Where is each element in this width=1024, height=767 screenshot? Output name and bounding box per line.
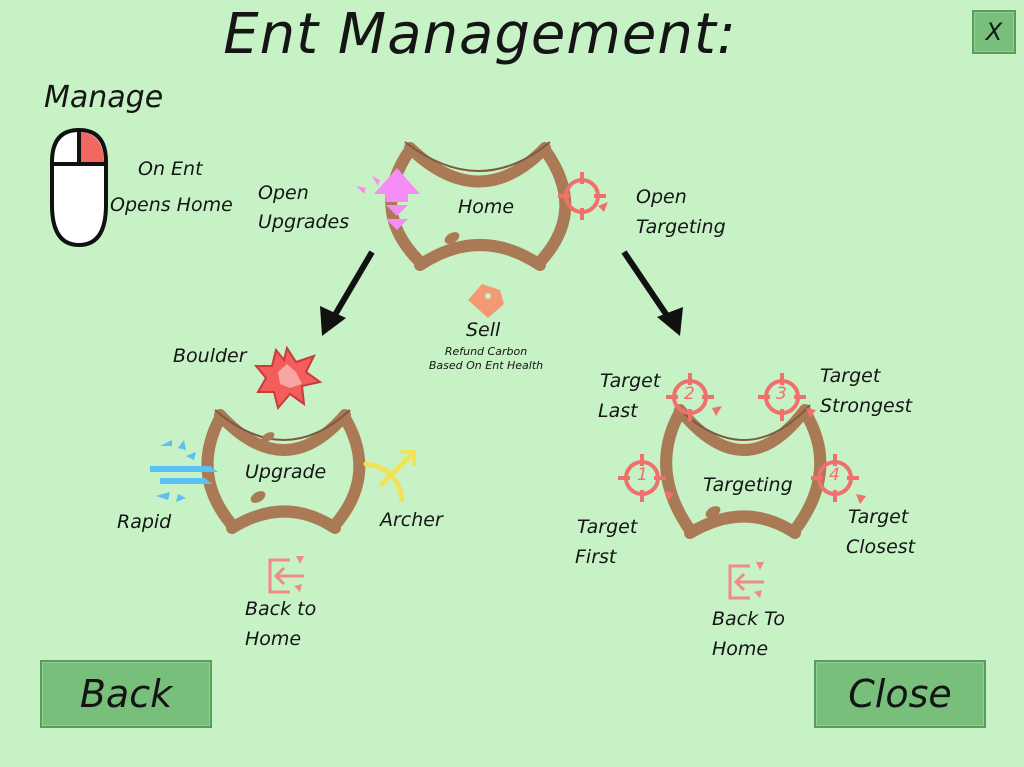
target-first-number: 1	[637, 465, 648, 485]
open-upgrades-line2: Upgrades	[258, 211, 350, 233]
close-button[interactable]: Close	[814, 660, 986, 728]
manage-hint-line2: Opens Home	[110, 194, 233, 216]
upgrade-center-label: Upgrade	[245, 461, 327, 483]
targeting-center-label: Targeting	[703, 474, 793, 496]
back-button[interactable]: Back	[40, 660, 212, 728]
manage-hint-line1: On Ent	[138, 158, 203, 180]
target-first-icon[interactable]	[618, 454, 666, 502]
open-targeting-line1: Open	[636, 186, 687, 208]
close-x-button[interactable]: X	[972, 10, 1016, 54]
target-strongest-line1: Target	[820, 365, 881, 387]
back-home-icon-targeting[interactable]	[728, 562, 764, 600]
upgrades-icon[interactable]	[356, 168, 420, 230]
manage-heading: Manage	[44, 80, 164, 115]
upgrade-back-line1: Back to	[245, 598, 317, 620]
targeting-back-line2: Home	[712, 638, 769, 660]
target-strongest-number: 3	[776, 384, 787, 404]
sell-desc-line1: Refund Carbon	[444, 345, 528, 358]
open-upgrades-line1: Open	[258, 182, 309, 204]
archer-label: Archer	[380, 509, 443, 531]
upgrade-ring	[201, 409, 366, 534]
target-closest-line2: Closest	[846, 536, 916, 558]
boulder-label: Boulder	[173, 345, 247, 367]
target-first-line1: Target	[577, 516, 638, 538]
mouse-icon	[50, 127, 108, 248]
arrow-to-targeting	[621, 250, 683, 336]
targeting-crosshair-icon[interactable]	[558, 172, 606, 220]
rapid-label: Rapid	[117, 511, 172, 533]
target-closest-icon[interactable]	[811, 454, 859, 502]
archer-icon[interactable]	[363, 450, 416, 503]
back-home-icon-upgrade[interactable]	[268, 556, 304, 594]
target-last-line1: Target	[600, 370, 661, 392]
targeting-back-line1: Back To	[712, 608, 786, 630]
target-last-line2: Last	[598, 400, 638, 422]
page-title: Ent Management:	[223, 2, 737, 67]
target-strongest-line2: Strongest	[820, 395, 913, 417]
upgrade-back-line2: Home	[245, 628, 302, 650]
home-center-label: Home	[458, 196, 515, 218]
sell-label: Sell	[466, 319, 501, 341]
target-last-icon[interactable]	[666, 373, 714, 421]
target-closest-line1: Target	[848, 506, 909, 528]
sell-tag-icon[interactable]	[468, 284, 504, 318]
target-strongest-icon[interactable]	[758, 373, 806, 421]
sell-desc-line2: Based On Ent Health	[428, 359, 544, 372]
rapid-icon[interactable]	[150, 440, 218, 502]
arrow-to-upgrade	[320, 250, 375, 336]
target-first-line2: First	[575, 546, 617, 568]
boulder-icon[interactable]	[253, 345, 323, 411]
target-closest-number: 4	[829, 465, 840, 485]
open-targeting-line2: Targeting	[636, 216, 726, 238]
target-last-number: 2	[684, 384, 695, 404]
